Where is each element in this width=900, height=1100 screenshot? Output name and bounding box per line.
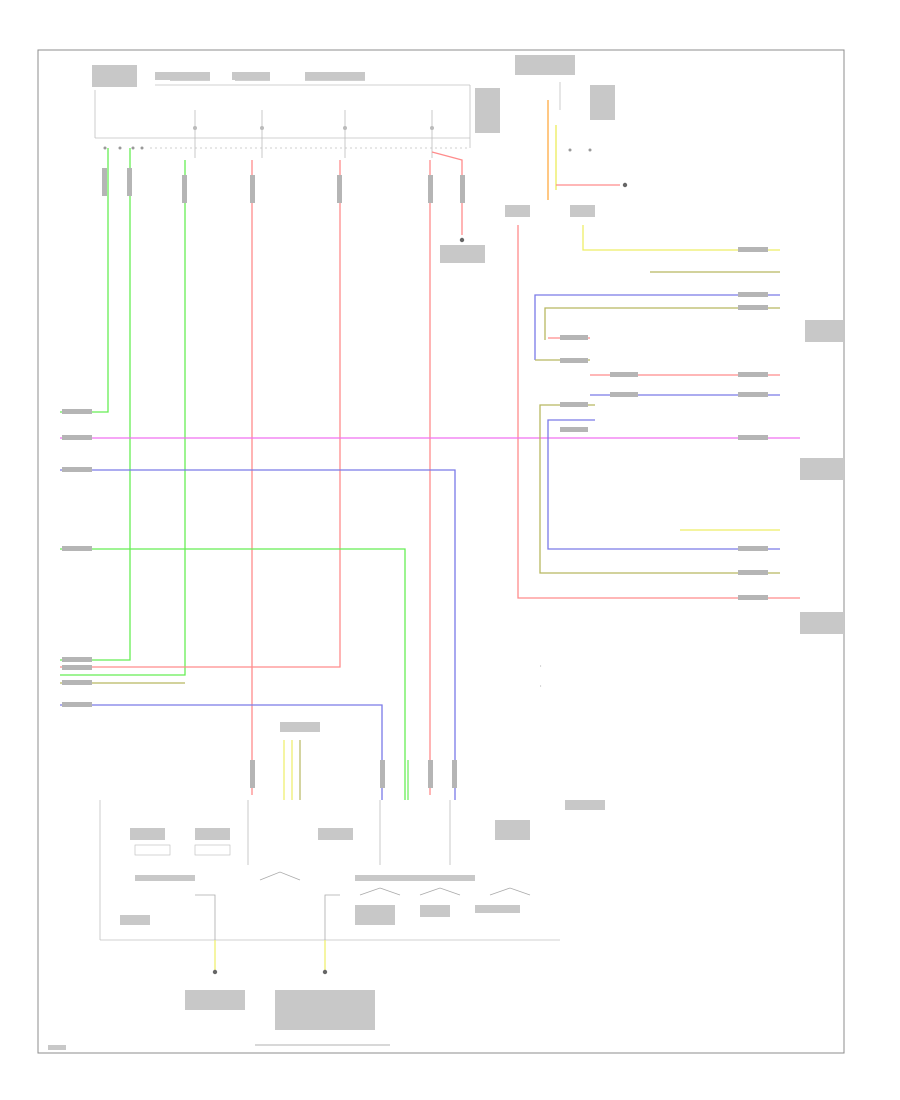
connector-pin-icon (118, 146, 122, 150)
bottom-module (99, 182, 628, 1046)
vertical-wires (60, 148, 800, 795)
legend-item: • (540, 664, 543, 668)
connector-pin-icon (131, 146, 135, 150)
connector-pin-icon (103, 146, 107, 150)
ground-symbol-icon (322, 969, 328, 975)
right-harness (534, 225, 780, 574)
ground-symbol-icon (622, 182, 628, 188)
ground-symbol-icon (212, 969, 218, 975)
component-name-blocks (48, 55, 844, 1050)
ground-symbol-icon (459, 237, 465, 243)
diagram-frame (37, 49, 845, 1054)
wire-tags (62, 168, 768, 788)
connector-pin-icon (140, 146, 144, 150)
legend: • • (540, 664, 543, 688)
fuse-box-area (94, 79, 471, 158)
legend-item: • (540, 684, 543, 688)
relay-upper-right (547, 82, 620, 200)
